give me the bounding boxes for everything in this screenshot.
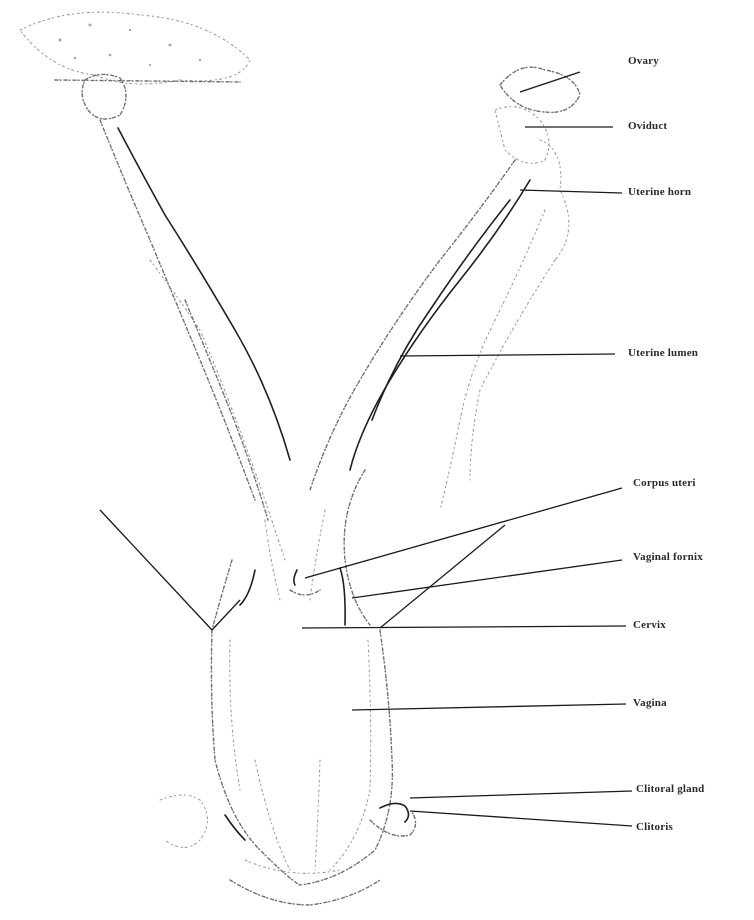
clitoral-region <box>160 795 416 905</box>
leader-cervix-diagonal <box>380 525 505 628</box>
leader-uterine-lumen <box>400 354 615 356</box>
vagina-body <box>211 630 392 885</box>
label-oviduct: Oviduct <box>628 120 667 132</box>
left-ovary-region <box>20 12 250 119</box>
leader-vagina <box>352 704 626 710</box>
label-cervix: Cervix <box>633 619 666 631</box>
right-ovary-region <box>495 67 580 260</box>
leader-clitoral-gland <box>410 791 632 798</box>
leader-corpus-uteri <box>305 488 622 578</box>
label-clitoris: Clitoris <box>636 821 673 833</box>
label-vagina: Vagina <box>633 697 667 709</box>
leader-clitoris <box>410 811 632 826</box>
leader-uterine-horn <box>520 190 622 193</box>
leader-cervix <box>302 626 626 628</box>
right-uterine-horn <box>310 160 555 625</box>
label-vaginal-fornix: Vaginal fornix <box>633 551 703 563</box>
label-uterine-lumen: Uterine lumen <box>628 347 698 359</box>
label-corpus-uteri: Corpus uteri <box>633 477 696 489</box>
label-clitoral-gland: Clitoral gland <box>636 783 705 795</box>
leader-lines <box>100 72 632 826</box>
corpus-and-cervix <box>212 510 345 630</box>
leader-left-diagonal <box>100 510 212 630</box>
leader-ovary <box>520 72 580 92</box>
leader-vaginal-fornix <box>352 560 622 598</box>
left-uterine-horn <box>100 120 290 560</box>
label-uterine-horn: Uterine horn <box>628 186 691 198</box>
label-ovary: Ovary <box>628 55 659 67</box>
